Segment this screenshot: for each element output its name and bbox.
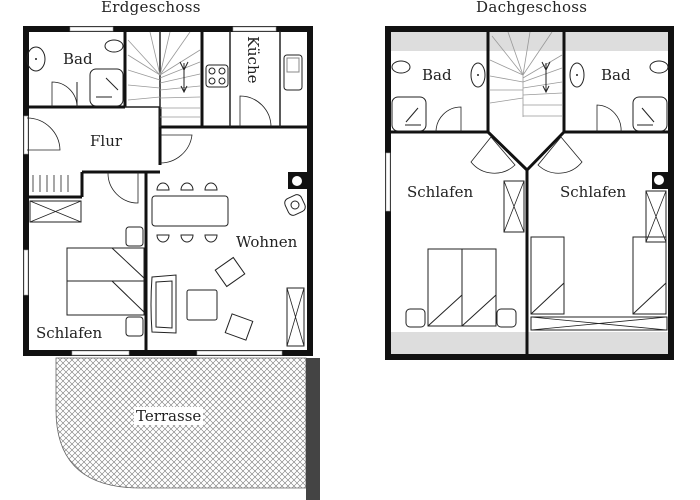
floor-title-erdgeschoss: Erdgeschoss	[101, 0, 201, 16]
stairs-dachgeschoss	[489, 31, 563, 117]
room-label-bad: Bad	[63, 50, 93, 68]
stair-arrow-icon	[541, 61, 551, 94]
floor-title-dachgeschoss: Dachgeschoss	[476, 0, 588, 16]
room-label-bad-left: Bad	[422, 66, 452, 84]
room-label-bad-right: Bad	[601, 66, 631, 84]
terrace-wall	[306, 358, 320, 500]
room-label-wohnen: Wohnen	[236, 233, 298, 251]
stair-arrow-icon	[179, 61, 189, 94]
room-label-schlafen: Schlafen	[36, 324, 103, 342]
dachgeschoss-plan	[385, 26, 674, 360]
room-label-schlafen-left: Schlafen	[407, 183, 474, 201]
room-label-terrasse: Terrasse	[134, 407, 204, 425]
stairs-erdgeschoss	[127, 31, 201, 118]
room-label-flur: Flur	[90, 132, 123, 150]
room-label-schlafen-right: Schlafen	[560, 183, 627, 201]
room-label-kueche: Küche	[244, 36, 262, 84]
erdgeschoss-plan	[23, 26, 320, 500]
